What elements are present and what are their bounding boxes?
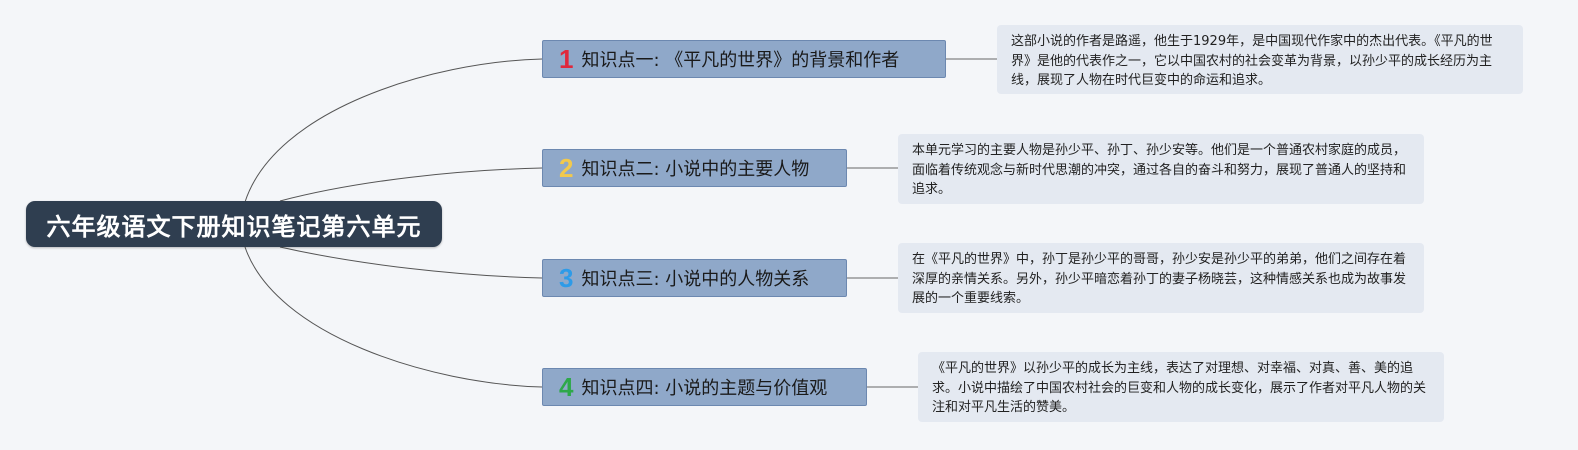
note-4: 《平凡的世界》以孙少平的成长为主线，表达了对理想、对幸福、对真、善、美的追求。小… xyxy=(918,352,1444,422)
topic-label-2: 知识点二: 小说中的主要人物 xyxy=(581,159,810,180)
root-title: 六年级语文下册知识笔记第六单元 xyxy=(46,212,422,241)
topic-1[interactable]: 1 知识点一: 《平凡的世界》的背景和作者 xyxy=(542,40,946,78)
topic-number-2: 2 xyxy=(559,152,574,183)
note-text-3: 在《平凡的世界》中，孙丁是孙少平的哥哥，孙少安是孙少平的弟弟，他们之间存在着深厚… xyxy=(912,252,1407,306)
note-text-4: 《平凡的世界》以孙少平的成长为主线，表达了对理想、对幸福、对真、善、美的追求。小… xyxy=(932,361,1427,415)
note-text-2: 本单元学习的主要人物是孙少平、孙丁、孙少安等。他们是一个普通农村家庭的成员，面临… xyxy=(912,143,1407,197)
topic-number-4: 4 xyxy=(559,371,574,402)
topic-number-3: 3 xyxy=(559,262,574,293)
note-text-1: 这部小说的作者是路遥，他生于1929年，是中国现代作家中的杰出代表。《平凡的世界… xyxy=(1011,34,1493,88)
topic-3[interactable]: 3 知识点三: 小说中的人物关系 xyxy=(542,259,847,297)
topic-label-3: 知识点三: 小说中的人物关系 xyxy=(581,269,810,290)
root-topic[interactable]: 六年级语文下册知识笔记第六单元 xyxy=(26,201,442,247)
topic-4[interactable]: 4 知识点四: 小说的主题与价值观 xyxy=(542,368,867,406)
connector-root-topic-1 xyxy=(244,58,543,203)
note-3: 在《平凡的世界》中，孙丁是孙少平的哥哥，孙少安是孙少平的弟弟，他们之间存在着深厚… xyxy=(898,243,1424,313)
topic-label-4: 知识点四: 小说的主题与价值观 xyxy=(581,378,828,399)
topic-2[interactable]: 2 知识点二: 小说中的主要人物 xyxy=(542,149,847,187)
note-1: 这部小说的作者是路遥，他生于1929年，是中国现代作家中的杰出代表。《平凡的世界… xyxy=(997,25,1523,94)
note-2: 本单元学习的主要人物是孙少平、孙丁、孙少安等。他们是一个普通农村家庭的成员，面临… xyxy=(898,134,1424,204)
topic-number-1: 1 xyxy=(559,43,574,74)
connector-root-topic-4 xyxy=(244,246,543,388)
connector-root-topic-3 xyxy=(279,246,543,279)
connector-root-topic-2 xyxy=(279,167,543,202)
topic-label-1: 知识点一: 《平凡的世界》的背景和作者 xyxy=(581,50,900,71)
